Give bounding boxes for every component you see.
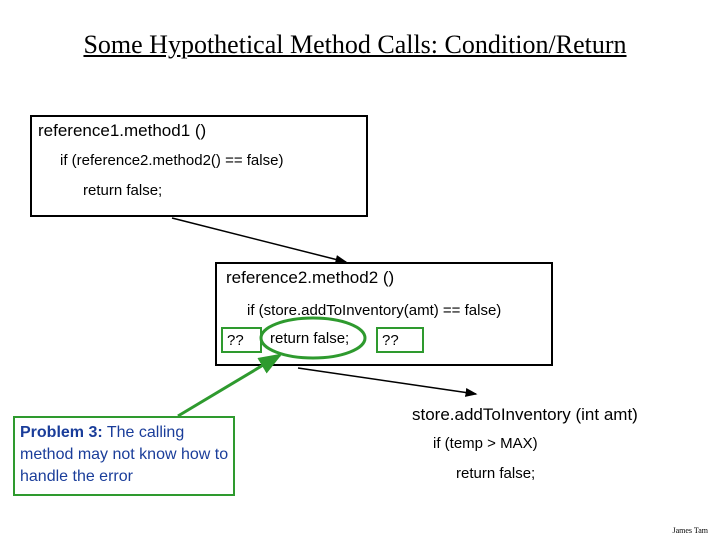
add-to-inventory-condition: if (temp > MAX) <box>433 435 538 452</box>
method2-condition: if (store.addToInventory(amt) == false) <box>247 302 502 319</box>
problem-callout <box>13 416 235 496</box>
method1-condition: if (reference2.method2() == false) <box>60 152 284 169</box>
call-arrow-method1-to-method2 <box>171 217 348 264</box>
unknown-right-box: ?? <box>376 327 424 353</box>
method1-return: return false; <box>83 182 163 199</box>
method1-signature: reference1.method1 () <box>38 121 207 140</box>
add-to-inventory-return: return false; <box>456 465 536 482</box>
call-arrow-method2-to-add-to-inventory <box>297 367 478 397</box>
slide-title: Some Hypothetical Method Calls: Conditio… <box>83 30 627 59</box>
problem-label: Problem 3: <box>20 424 103 441</box>
footer-author: James Tam <box>672 526 708 535</box>
add-to-inventory-signature: store.addToInventory (int amt) <box>412 405 638 424</box>
problem-description: The calling method may not know how to h… <box>20 424 229 485</box>
problem-text: Problem 3: The calling method may not kn… <box>20 422 230 488</box>
method2-return: return false; <box>270 330 350 347</box>
unknown-left-box: ?? <box>221 327 262 353</box>
method1-box <box>30 115 368 217</box>
method2-signature: reference2.method2 () <box>226 268 395 287</box>
